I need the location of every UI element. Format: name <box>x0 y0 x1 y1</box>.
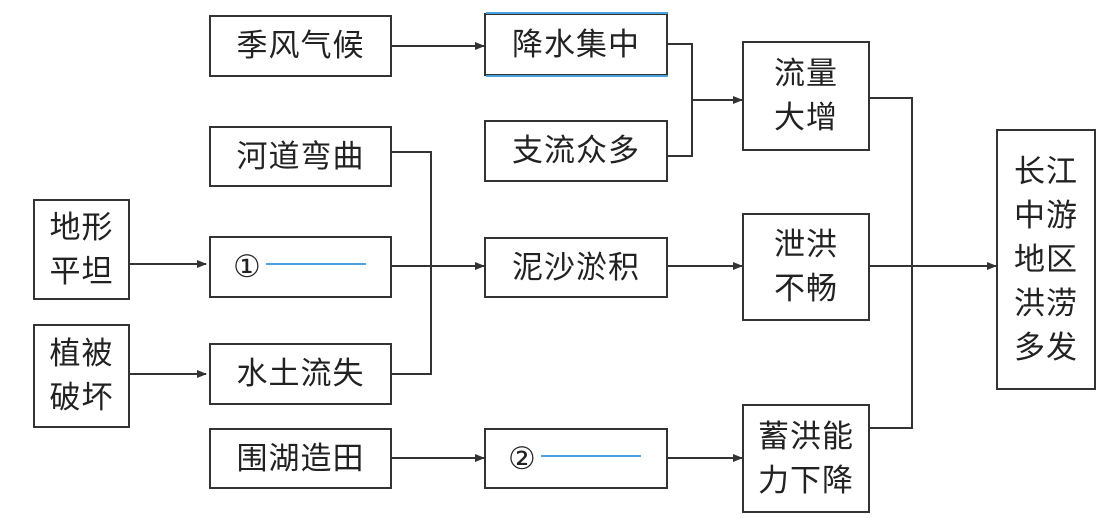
node-flat-terrain: 地形 平坦 <box>33 199 130 300</box>
node-flow-increase: 流量 大增 <box>742 41 870 151</box>
node-soil-erosion: 水土流失 <box>209 343 392 405</box>
node-result-line1: 长江 <box>1014 153 1078 190</box>
node-flow-increase-line1: 流量 <box>774 56 838 92</box>
node-result-line2: 中游 <box>1014 197 1078 234</box>
node-vegetation-damage-line1: 植被 <box>49 336 114 372</box>
blank-2-underline[interactable] <box>540 454 641 457</box>
node-storage-decline: 蓄洪能 力下降 <box>742 404 870 513</box>
blank-2-marker: ② <box>508 440 537 477</box>
node-blank-1: ① <box>209 236 392 298</box>
node-poor-drainage: 泄洪 不畅 <box>742 213 870 321</box>
node-many-tributaries-label: 支流众多 <box>512 133 640 169</box>
node-result: 长江 中游 地区 洪涝 多发 <box>996 129 1096 390</box>
blank-1-underline[interactable] <box>265 263 366 265</box>
node-monsoon-climate: 季风气候 <box>209 15 392 77</box>
node-flat-terrain-line1: 地形 <box>49 209 114 246</box>
node-vegetation-damage-line2: 破坏 <box>49 380 114 416</box>
rainfall-highlight-bottom <box>486 75 668 77</box>
node-meandering-channel: 河道弯曲 <box>209 126 392 187</box>
node-lake-reclamation: 围湖造田 <box>209 428 392 489</box>
node-flat-terrain-line2: 平坦 <box>49 253 114 290</box>
rainfall-highlight-top <box>486 12 668 14</box>
connector-three-to-sediment-merge <box>392 151 432 375</box>
blank-1-marker: ① <box>233 249 262 285</box>
node-result-line5: 多发 <box>1014 329 1078 366</box>
node-poor-drainage-line1: 泄洪 <box>774 227 838 263</box>
node-storage-decline-line2: 力下降 <box>758 462 854 499</box>
node-monsoon-climate-label: 季风气候 <box>236 28 365 64</box>
node-concentrated-rainfall-label: 降水集中 <box>512 26 640 63</box>
node-result-line4: 洪涝 <box>1014 285 1078 322</box>
node-many-tributaries: 支流众多 <box>484 120 668 182</box>
node-soil-erosion-label: 水土流失 <box>236 356 365 392</box>
node-lake-reclamation-label: 围湖造田 <box>236 440 365 477</box>
node-sediment-deposition-label: 泥沙淤积 <box>512 249 640 286</box>
node-flow-increase-line2: 大增 <box>774 100 838 136</box>
node-concentrated-rainfall: 降水集中 <box>484 13 668 76</box>
connector-outcomes-merge <box>870 97 913 429</box>
connector-rainfall-tributaries-merge <box>668 43 693 157</box>
node-meandering-channel-label: 河道弯曲 <box>236 138 365 175</box>
node-storage-decline-line1: 蓄洪能 <box>758 418 854 455</box>
node-poor-drainage-line2: 不畅 <box>774 271 838 307</box>
node-result-line3: 地区 <box>1014 241 1078 278</box>
node-vegetation-damage: 植被 破坏 <box>33 324 130 428</box>
node-sediment-deposition: 泥沙淤积 <box>484 237 668 298</box>
node-blank-2: ② <box>484 428 668 489</box>
